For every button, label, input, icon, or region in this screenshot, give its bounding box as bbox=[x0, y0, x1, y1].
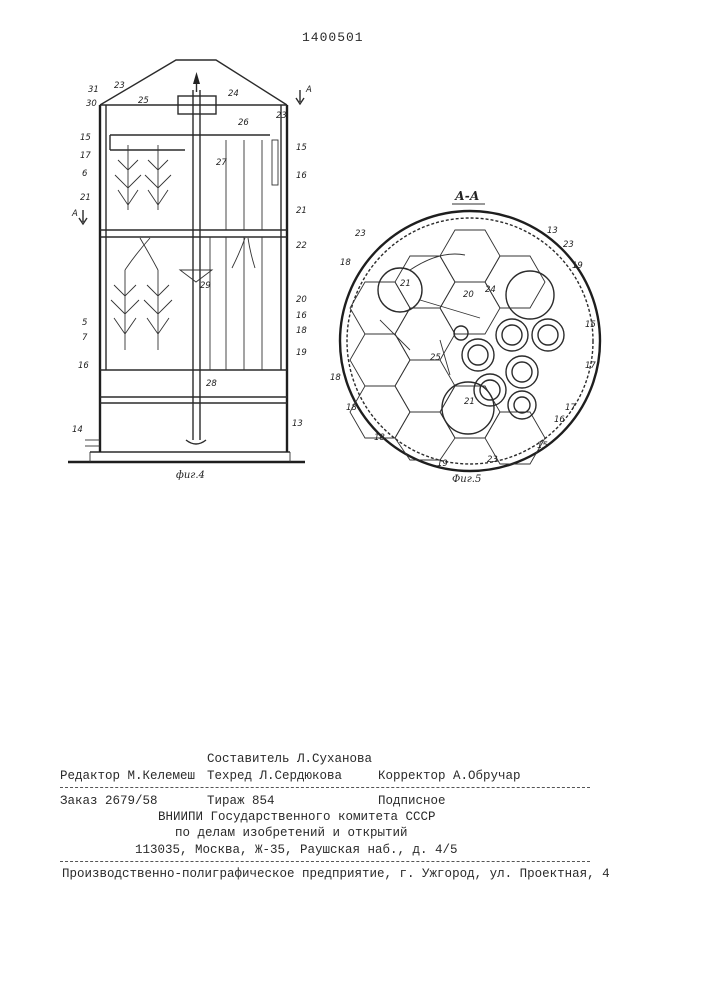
figure-5-drawing: А-А bbox=[330, 189, 600, 485]
svg-text:23: 23 bbox=[563, 240, 574, 250]
svg-text:17: 17 bbox=[565, 403, 576, 413]
figure-4-caption: фиг.4 bbox=[176, 470, 205, 481]
svg-text:24: 24 bbox=[228, 89, 239, 99]
svg-text:19: 19 bbox=[296, 348, 307, 358]
svg-text:19: 19 bbox=[572, 261, 583, 271]
svg-text:23: 23 bbox=[276, 111, 287, 121]
divider-top bbox=[60, 787, 590, 788]
svg-text:21: 21 bbox=[464, 397, 475, 407]
svg-text:6: 6 bbox=[82, 169, 88, 179]
svg-text:23: 23 bbox=[355, 229, 366, 239]
composer-line: Составитель Л.Суханова bbox=[207, 752, 372, 766]
svg-text:22: 22 bbox=[296, 241, 307, 251]
divider-bottom bbox=[60, 861, 590, 862]
section-mark-top: А bbox=[305, 85, 312, 95]
printer-line: Производственно-полиграфическое предприя… bbox=[62, 867, 610, 881]
circulation-line: Тираж 854 bbox=[207, 794, 275, 808]
svg-text:16: 16 bbox=[78, 361, 89, 371]
subscription-line: Подписное bbox=[378, 794, 446, 808]
section-mark-left: А bbox=[71, 209, 78, 219]
figure-4-drawing: 31 23 30 25 24 15 17 6 21 5 7 16 14 29 2… bbox=[68, 60, 312, 481]
svg-text:20: 20 bbox=[296, 295, 307, 305]
address-line: 113035, Москва, Ж-35, Раушская наб., д. … bbox=[135, 843, 458, 857]
svg-text:21: 21 bbox=[80, 193, 91, 203]
svg-text:25: 25 bbox=[138, 96, 149, 106]
svg-text:13: 13 bbox=[547, 226, 558, 236]
institute-line: ВНИИПИ Государственного комитета СССР bbox=[158, 810, 436, 824]
svg-text:25: 25 bbox=[430, 353, 441, 363]
svg-text:26: 26 bbox=[238, 118, 249, 128]
svg-text:19: 19 bbox=[437, 459, 448, 469]
svg-text:31: 31 bbox=[88, 85, 99, 95]
svg-text:18: 18 bbox=[346, 403, 357, 413]
svg-text:21: 21 bbox=[296, 206, 307, 216]
svg-text:28: 28 bbox=[206, 379, 217, 389]
svg-text:17: 17 bbox=[585, 361, 596, 371]
corrector-line: Корректор А.Обручар bbox=[378, 769, 521, 783]
svg-text:30: 30 bbox=[86, 99, 97, 109]
svg-text:18: 18 bbox=[296, 326, 307, 336]
svg-text:27: 27 bbox=[216, 158, 227, 168]
order-line: Заказ 2679/58 bbox=[60, 794, 158, 808]
svg-text:18: 18 bbox=[330, 373, 341, 383]
svg-text:17: 17 bbox=[80, 151, 91, 161]
svg-text:21: 21 bbox=[400, 279, 411, 289]
figure-5-caption: Фиг.5 bbox=[452, 474, 481, 485]
burner-assemblies bbox=[111, 145, 255, 350]
svg-text:20: 20 bbox=[463, 290, 474, 300]
editor-line: Редактор М.Келемеш bbox=[60, 769, 195, 783]
techred-line: Техред Л.Сердюкова bbox=[207, 769, 342, 783]
committee-line: по делам изобретений и открытий bbox=[175, 826, 408, 840]
svg-text:7: 7 bbox=[82, 333, 88, 343]
svg-text:29: 29 bbox=[200, 281, 211, 291]
svg-text:14: 14 bbox=[72, 425, 83, 435]
svg-text:23: 23 bbox=[114, 81, 125, 91]
section-aa-title: А-А bbox=[454, 189, 480, 203]
svg-text:15: 15 bbox=[80, 133, 91, 143]
svg-text:16: 16 bbox=[554, 415, 565, 425]
svg-text:16: 16 bbox=[296, 171, 307, 181]
svg-text:16: 16 bbox=[296, 311, 307, 321]
svg-text:23: 23 bbox=[487, 455, 498, 465]
svg-text:5: 5 bbox=[82, 318, 87, 328]
svg-text:15: 15 bbox=[585, 320, 596, 330]
svg-text:18: 18 bbox=[340, 258, 351, 268]
svg-text:13: 13 bbox=[292, 419, 303, 429]
svg-text:15: 15 bbox=[537, 441, 548, 451]
svg-text:18: 18 bbox=[374, 433, 385, 443]
hex-grid bbox=[350, 230, 545, 464]
svg-text:24: 24 bbox=[485, 285, 496, 295]
svg-text:15: 15 bbox=[296, 143, 307, 153]
